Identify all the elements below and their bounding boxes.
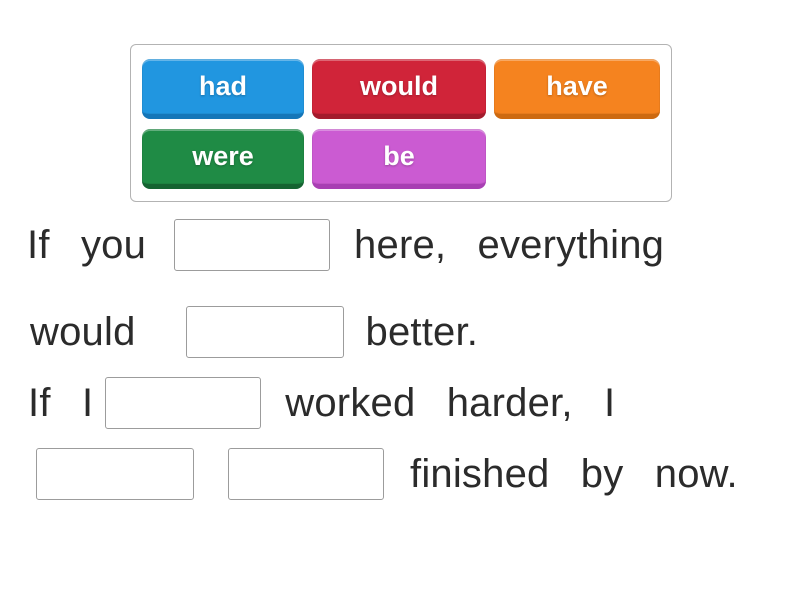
sentence-line-3: If I worked harder, I bbox=[28, 374, 615, 432]
word-bank-row: were be bbox=[142, 129, 660, 189]
sentence-text: here, everything bbox=[354, 222, 665, 267]
word-tile-were[interactable]: were bbox=[142, 129, 304, 189]
sentence-line-4: finished by now. bbox=[36, 445, 738, 503]
sentence-text: better. bbox=[365, 309, 479, 354]
word-tile-had[interactable]: had bbox=[142, 59, 304, 119]
answer-blank-2[interactable] bbox=[185, 306, 344, 358]
word-tile-have[interactable]: have bbox=[494, 59, 660, 119]
answer-blank-5[interactable] bbox=[228, 448, 384, 500]
sentence-text: If I bbox=[28, 380, 94, 425]
sentence-text: If you bbox=[27, 222, 147, 267]
word-bank-panel: had would have were be bbox=[130, 44, 672, 202]
answer-blank-4[interactable] bbox=[36, 448, 194, 500]
sentence-text: finished by now. bbox=[410, 451, 738, 496]
answer-blank-1[interactable] bbox=[174, 219, 331, 271]
word-bank-row: had would have bbox=[142, 59, 660, 119]
sentence-line-1: If you here, everything bbox=[27, 216, 664, 274]
answer-blank-3[interactable] bbox=[105, 377, 262, 429]
sentence-text: worked harder, I bbox=[285, 380, 616, 425]
sentence-line-2: would better. bbox=[30, 303, 478, 361]
word-tile-would[interactable]: would bbox=[312, 59, 486, 119]
sentence-text: would bbox=[30, 309, 136, 354]
word-tile-be[interactable]: be bbox=[312, 129, 486, 189]
